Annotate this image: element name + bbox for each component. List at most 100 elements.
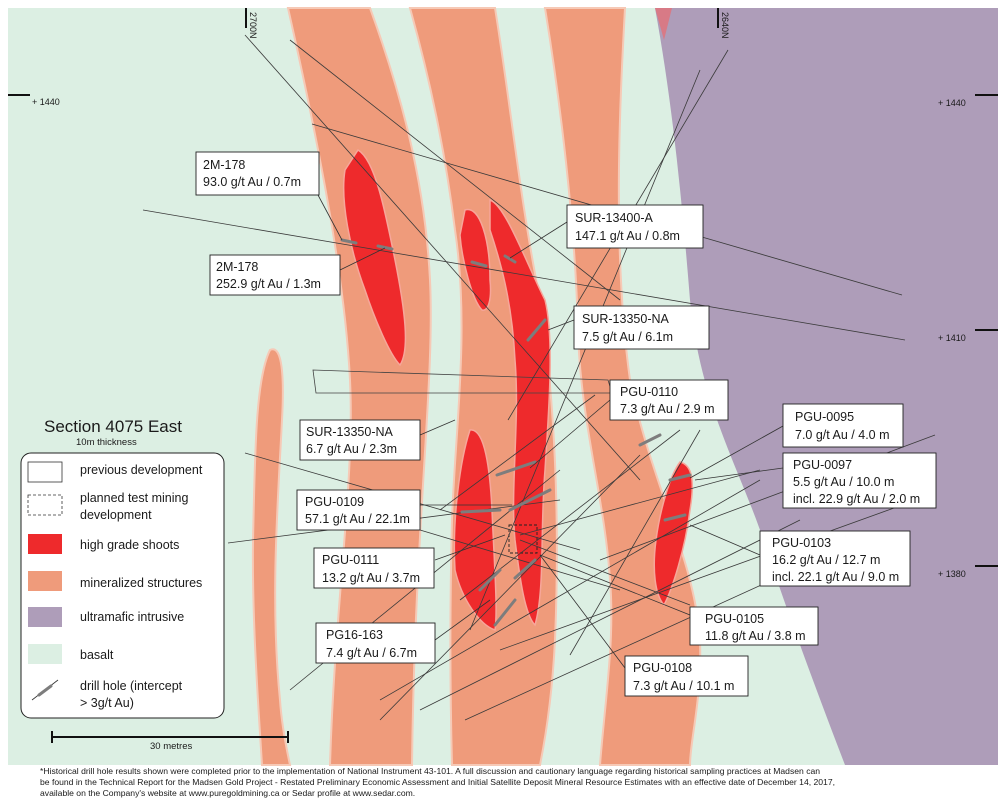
scale-label: 30 metres: [150, 741, 192, 752]
callout-hole: PGU-0105: [705, 612, 764, 626]
callout-value: 16.2 g/t Au / 12.7 m: [772, 553, 880, 567]
leader: [539, 554, 626, 669]
legend-swatch-planned-test-mining: [27, 494, 63, 516]
shoot-2: [459, 208, 492, 311]
legend-label-line2: development: [80, 508, 152, 522]
elevation-label-right-1440: + 1440: [938, 98, 966, 108]
callout-extra: incl. 22.9 g/t Au / 2.0 m: [793, 492, 920, 506]
legend-label: drill hole (intercept: [80, 679, 183, 693]
leader: [529, 399, 611, 469]
legend-box: [20, 452, 225, 719]
callout-hole: PGU-0109: [305, 495, 364, 509]
callout-value: 93.0 g/t Au / 0.7m: [203, 175, 301, 189]
callout-box-pg16163: [315, 622, 436, 664]
callout-hole: PGU-0111: [322, 553, 379, 567]
drill-hole: [519, 469, 761, 536]
callout-value: 147.1 g/t Au / 0.8m: [575, 229, 680, 243]
leader: [434, 599, 491, 641]
legend-swatch-previous-development: [27, 461, 63, 483]
legend-label: planned test mining: [80, 491, 188, 505]
leader: [547, 319, 575, 331]
drill-intercepts: [340, 238, 692, 627]
legend-label: previous development: [80, 463, 203, 477]
drill-hole: [499, 494, 931, 651]
callout-value: 7.3 g/t Au / 10.1 m: [633, 679, 734, 693]
callout-value: 7.0 g/t Au / 4.0 m: [795, 428, 890, 442]
drill-intercept: [470, 260, 488, 268]
callout-box-pgu0111: [313, 547, 435, 589]
drill-intercept: [460, 508, 502, 514]
drill-hole: [142, 209, 906, 341]
drill-hole: [379, 454, 641, 721]
ultramafic-intrusive: [655, 8, 998, 765]
drill-intercept: [503, 254, 517, 264]
leader: [509, 221, 568, 259]
callout-box-sur13400a: [566, 204, 704, 249]
drill-intercept: [526, 318, 547, 342]
drill-intercept: [478, 568, 502, 592]
drill-intercept: [495, 460, 537, 477]
legend-label: mineralized structures: [80, 576, 202, 590]
callout-hole: SUR-13400-A: [575, 211, 653, 225]
shoot-3: [489, 198, 551, 627]
footnote-line-1: *Historical drill hole results shown wer…: [40, 766, 821, 776]
footnote-line-3: available on the Company's website at ww…: [40, 788, 416, 798]
callout-box-sur13350na-b: [299, 419, 421, 461]
scale-bar: [51, 731, 289, 743]
drill-hole: [289, 39, 621, 301]
callout-value: 5.5 g/t Au / 10.0 m: [793, 475, 894, 489]
callout-value: 57.1 g/t Au / 22.1m: [305, 512, 410, 526]
callout-hole: PGU-0108: [633, 661, 692, 675]
legend: previous development planned test mining…: [20, 452, 225, 719]
callout-box-sur13350na-a: [573, 305, 710, 350]
callout-box-pgu0103: [759, 530, 911, 587]
legend-label-line2: > 3g/t Au): [80, 696, 134, 710]
callout-box-pgu0110: [609, 379, 729, 421]
callout-box-2m178-a: [195, 151, 320, 196]
legend-label: ultramafic intrusive: [80, 610, 184, 624]
callout-value: 7.4 g/t Au / 6.7m: [326, 646, 417, 660]
callout-leaders: [317, 194, 784, 669]
elevation-label-right-1380: + 1380: [938, 569, 966, 579]
northing-label-2700: 2700N: [248, 12, 258, 39]
callout-extra: incl. 22.1 g/t Au / 9.0 m: [772, 570, 899, 584]
callout-box-pgu0105: [689, 606, 819, 646]
legend-swatch-basalt: [28, 644, 62, 664]
drill-hole: [419, 529, 621, 591]
leader: [317, 194, 343, 241]
shoot-1: [342, 148, 407, 367]
callout-hole: 2M-178: [203, 158, 245, 172]
legend-swatch-ultramafic: [28, 607, 62, 627]
leader: [419, 419, 456, 436]
leader: [539, 554, 691, 616]
leader: [339, 247, 386, 271]
callout-value: 7.3 g/t Au / 2.9 m: [620, 402, 715, 416]
legend-drill-intercept: [37, 684, 53, 697]
band-4: [251, 348, 292, 766]
callout-box-pgu0097: [782, 452, 937, 509]
drill-hole: [439, 394, 596, 511]
callout-box-pgu0109: [296, 489, 421, 531]
drill-intercept: [376, 244, 394, 251]
callout-hole: SUR-13350-NA: [306, 425, 394, 439]
elevation-label-right-1410: + 1410: [938, 333, 966, 343]
legend-label: high grade shoots: [80, 538, 179, 552]
drill-hole: [419, 519, 801, 711]
legend-swatch-high-grade: [28, 534, 62, 554]
drill-hole: [469, 69, 701, 631]
callout-hole: SUR-13350-NA: [582, 312, 670, 326]
callouts: [195, 151, 937, 697]
footnote: *Historical drill hole results shown wer…: [40, 766, 970, 799]
callout-hole: PGU-0103: [772, 536, 831, 550]
drill-intercept: [638, 433, 662, 447]
callout-hole: PGU-0095: [795, 410, 854, 424]
grid-ticks: [8, 8, 998, 567]
callout-hole: PGU-0110: [620, 385, 678, 399]
callout-box-pgu0095: [782, 403, 904, 448]
callout-value: 7.5 g/t Au / 6.1m: [582, 330, 673, 344]
callout-value: 13.2 g/t Au / 3.7m: [322, 571, 420, 585]
northing-label-2640: 2640N: [720, 12, 730, 39]
drill-intercept: [668, 473, 692, 482]
callout-box-pgu0108: [624, 655, 749, 697]
